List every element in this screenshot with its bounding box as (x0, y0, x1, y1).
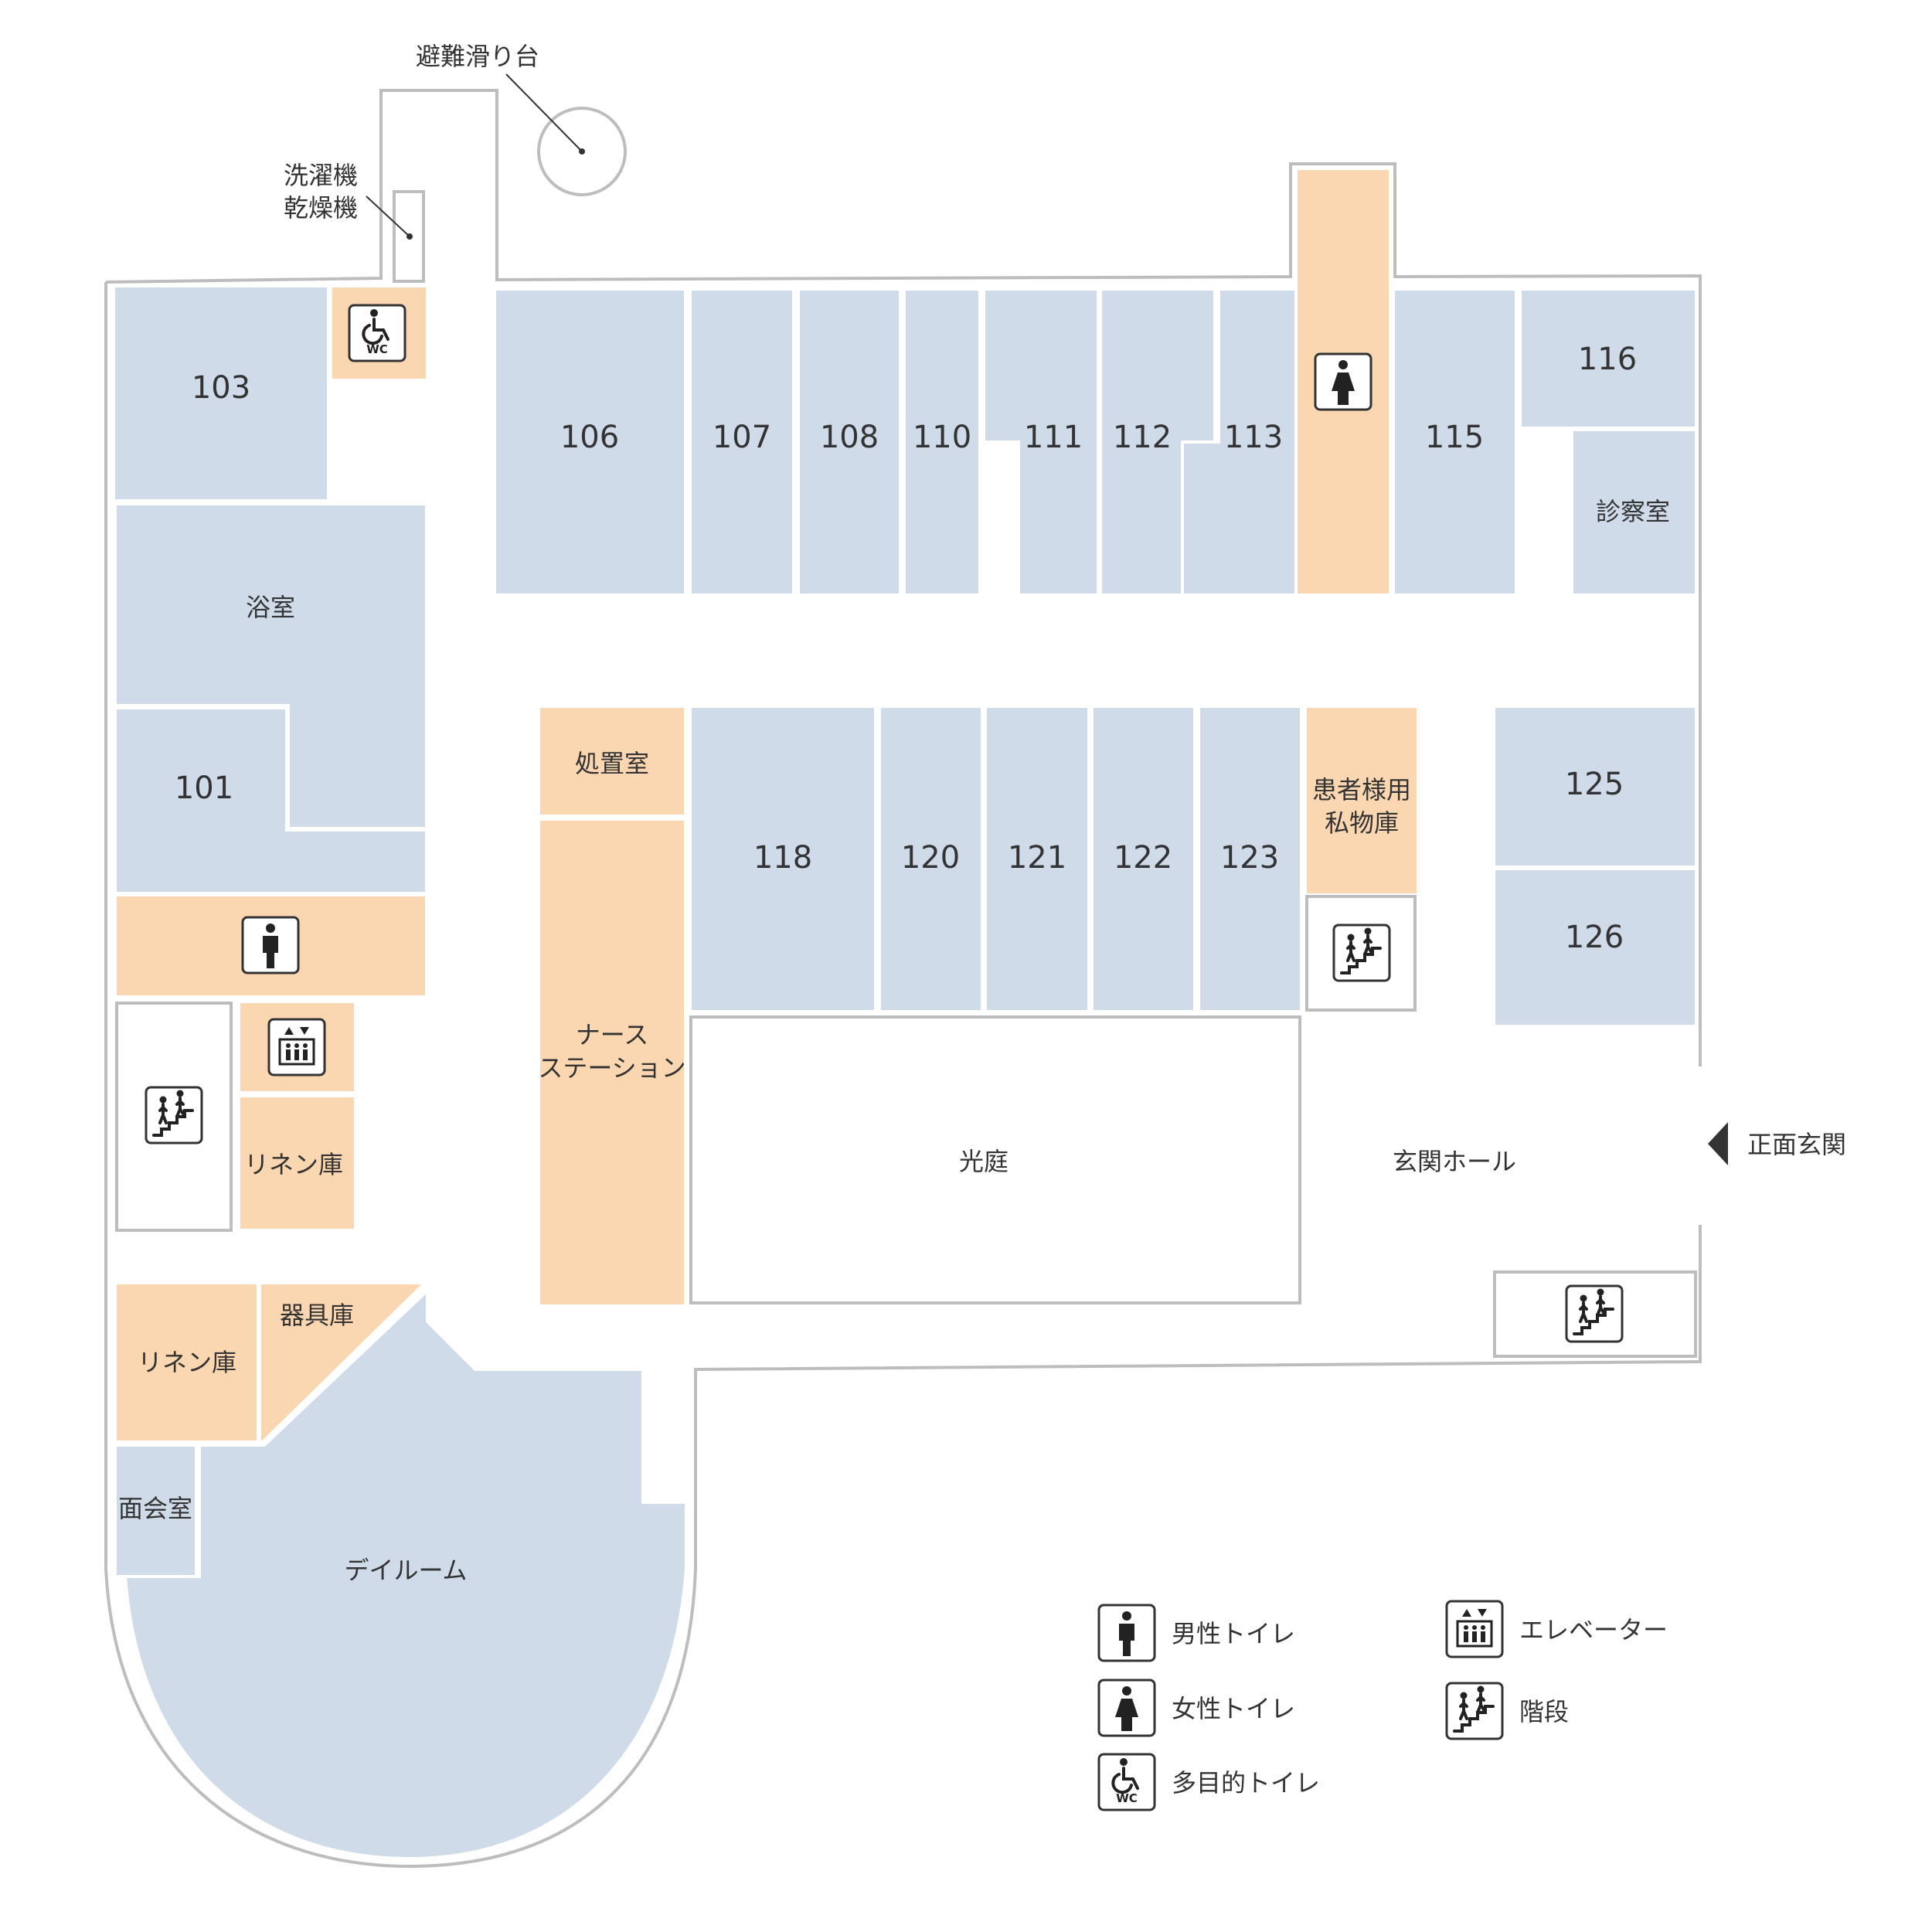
room-120-label: 120 (901, 840, 960, 876)
top-row-rooms (112, 167, 1698, 597)
legend-accessible-toilet: 多目的トイレ (1097, 1753, 1320, 1811)
main-entrance: 正面玄関 (1708, 1122, 1846, 1165)
room-126-label: 126 (1565, 920, 1624, 955)
room-103-label: 103 (192, 370, 250, 406)
room-118 (689, 705, 877, 1013)
room-115-label: 115 (1425, 420, 1484, 455)
room-111-label: 111 (1024, 420, 1083, 455)
private-storage-label-1: 患者様用 (1312, 775, 1411, 804)
room-106-label: 106 (560, 420, 619, 455)
exam-room (1570, 428, 1698, 597)
dryer-label: 乾燥機 (284, 193, 358, 223)
elevator-icon (267, 1018, 326, 1077)
day-room (123, 1287, 688, 1861)
legend-stairs: 階段 (1445, 1682, 1569, 1740)
room-116-label: 116 (1578, 342, 1637, 377)
right-block-rooms (1492, 705, 1698, 1358)
middle-block-rooms (537, 705, 1420, 1308)
building-outline (104, 89, 1702, 1869)
room-121-label: 121 (1008, 840, 1066, 876)
evacuation-slide: 避難滑り台 (416, 42, 627, 196)
nurse-station-label-2: ステーション (538, 1053, 685, 1083)
bathroom-label: 浴室 (246, 593, 295, 622)
legend-elevator-label: エレベーター (1519, 1615, 1668, 1645)
room-115 (1392, 287, 1518, 597)
equipment-storage-room (258, 1281, 429, 1444)
room-122 (1090, 705, 1196, 1013)
room-107 (689, 287, 795, 597)
stairs-icon (1332, 923, 1391, 982)
room-120 (878, 705, 984, 1013)
room-111 (982, 287, 1100, 597)
nurse-station (537, 818, 687, 1308)
stairs-icon (1565, 1284, 1624, 1343)
entrance-hall-label: 玄関ホール (1393, 1147, 1516, 1176)
mens-toilet-room (114, 893, 428, 998)
linen-storage-lower-label: リネン庫 (138, 1348, 236, 1377)
washer-dryer: 洗濯機 乾燥機 (284, 161, 425, 283)
mens-toilet-icon (241, 916, 300, 975)
room-125-label: 125 (1565, 767, 1624, 802)
meeting-room (114, 1444, 198, 1578)
room-106 (493, 287, 687, 597)
stairs-center (1305, 895, 1417, 1012)
private-storage-label-2: 私物庫 (1325, 808, 1399, 838)
exam-room-label: 診察室 (1596, 497, 1670, 526)
room-118-label: 118 (753, 840, 812, 876)
room-labels: 103 106 107 108 110 111 112 113 115 116 … (118, 342, 1670, 1585)
stairs-icon (145, 1086, 203, 1145)
linen-storage-upper-room (237, 1094, 357, 1232)
room-123 (1197, 705, 1303, 1013)
room-112-label: 112 (1113, 420, 1172, 455)
left-column-rooms (114, 502, 688, 1861)
legend-mens-toilet: 男性トイレ (1097, 1604, 1295, 1662)
washer-label: 洗濯機 (284, 161, 358, 190)
private-storage-room (1304, 705, 1420, 896)
legend-mens-toilet-label: 男性トイレ (1172, 1619, 1295, 1648)
legend-elevator: エレベーター (1445, 1600, 1668, 1658)
linen-storage-upper-label: リネン庫 (244, 1150, 343, 1179)
legend-stairs-label: 階段 (1519, 1697, 1569, 1726)
womens-toilet-icon (1314, 352, 1372, 411)
entrance-arrow-icon (1708, 1122, 1728, 1165)
nurse-station-label-1: ナース (576, 1020, 648, 1049)
room-110-label: 110 (913, 420, 971, 455)
room-126 (1492, 867, 1698, 1028)
treatment-room-label: 処置室 (575, 749, 649, 778)
courtyard (689, 1015, 1301, 1304)
room-121 (984, 705, 1090, 1013)
courtyard-label: 光庭 (959, 1147, 1009, 1176)
day-room-label: デイルーム (344, 1556, 467, 1585)
map-icons (145, 304, 1624, 1343)
legend: 男性トイレ 女性トイレ 多目的トイレ エレベーター 階段 (1097, 1600, 1668, 1811)
evacuation-slide-label: 避難滑り台 (416, 42, 539, 71)
equipment-storage-label: 器具庫 (280, 1301, 354, 1330)
room-108 (797, 287, 902, 597)
legend-accessible-toilet-label: 多目的トイレ (1172, 1768, 1320, 1798)
room-110 (903, 287, 981, 597)
room-103 (112, 284, 330, 502)
treatment-room (537, 705, 687, 818)
room-101-label: 101 (175, 770, 233, 806)
room-107-label: 107 (713, 420, 771, 455)
main-entrance-label: 正面玄関 (1747, 1130, 1846, 1159)
room-113-label: 113 (1224, 420, 1283, 455)
legend-womens-toilet-label: 女性トイレ (1172, 1694, 1295, 1723)
meeting-room-label: 面会室 (118, 1494, 192, 1523)
room-123-label: 123 (1220, 840, 1279, 876)
accessible-toilet-icon (348, 304, 406, 362)
legend-womens-toilet: 女性トイレ (1097, 1679, 1295, 1737)
linen-storage-lower-room (114, 1281, 260, 1444)
room-108-label: 108 (820, 420, 879, 455)
room-122-label: 122 (1114, 840, 1172, 876)
